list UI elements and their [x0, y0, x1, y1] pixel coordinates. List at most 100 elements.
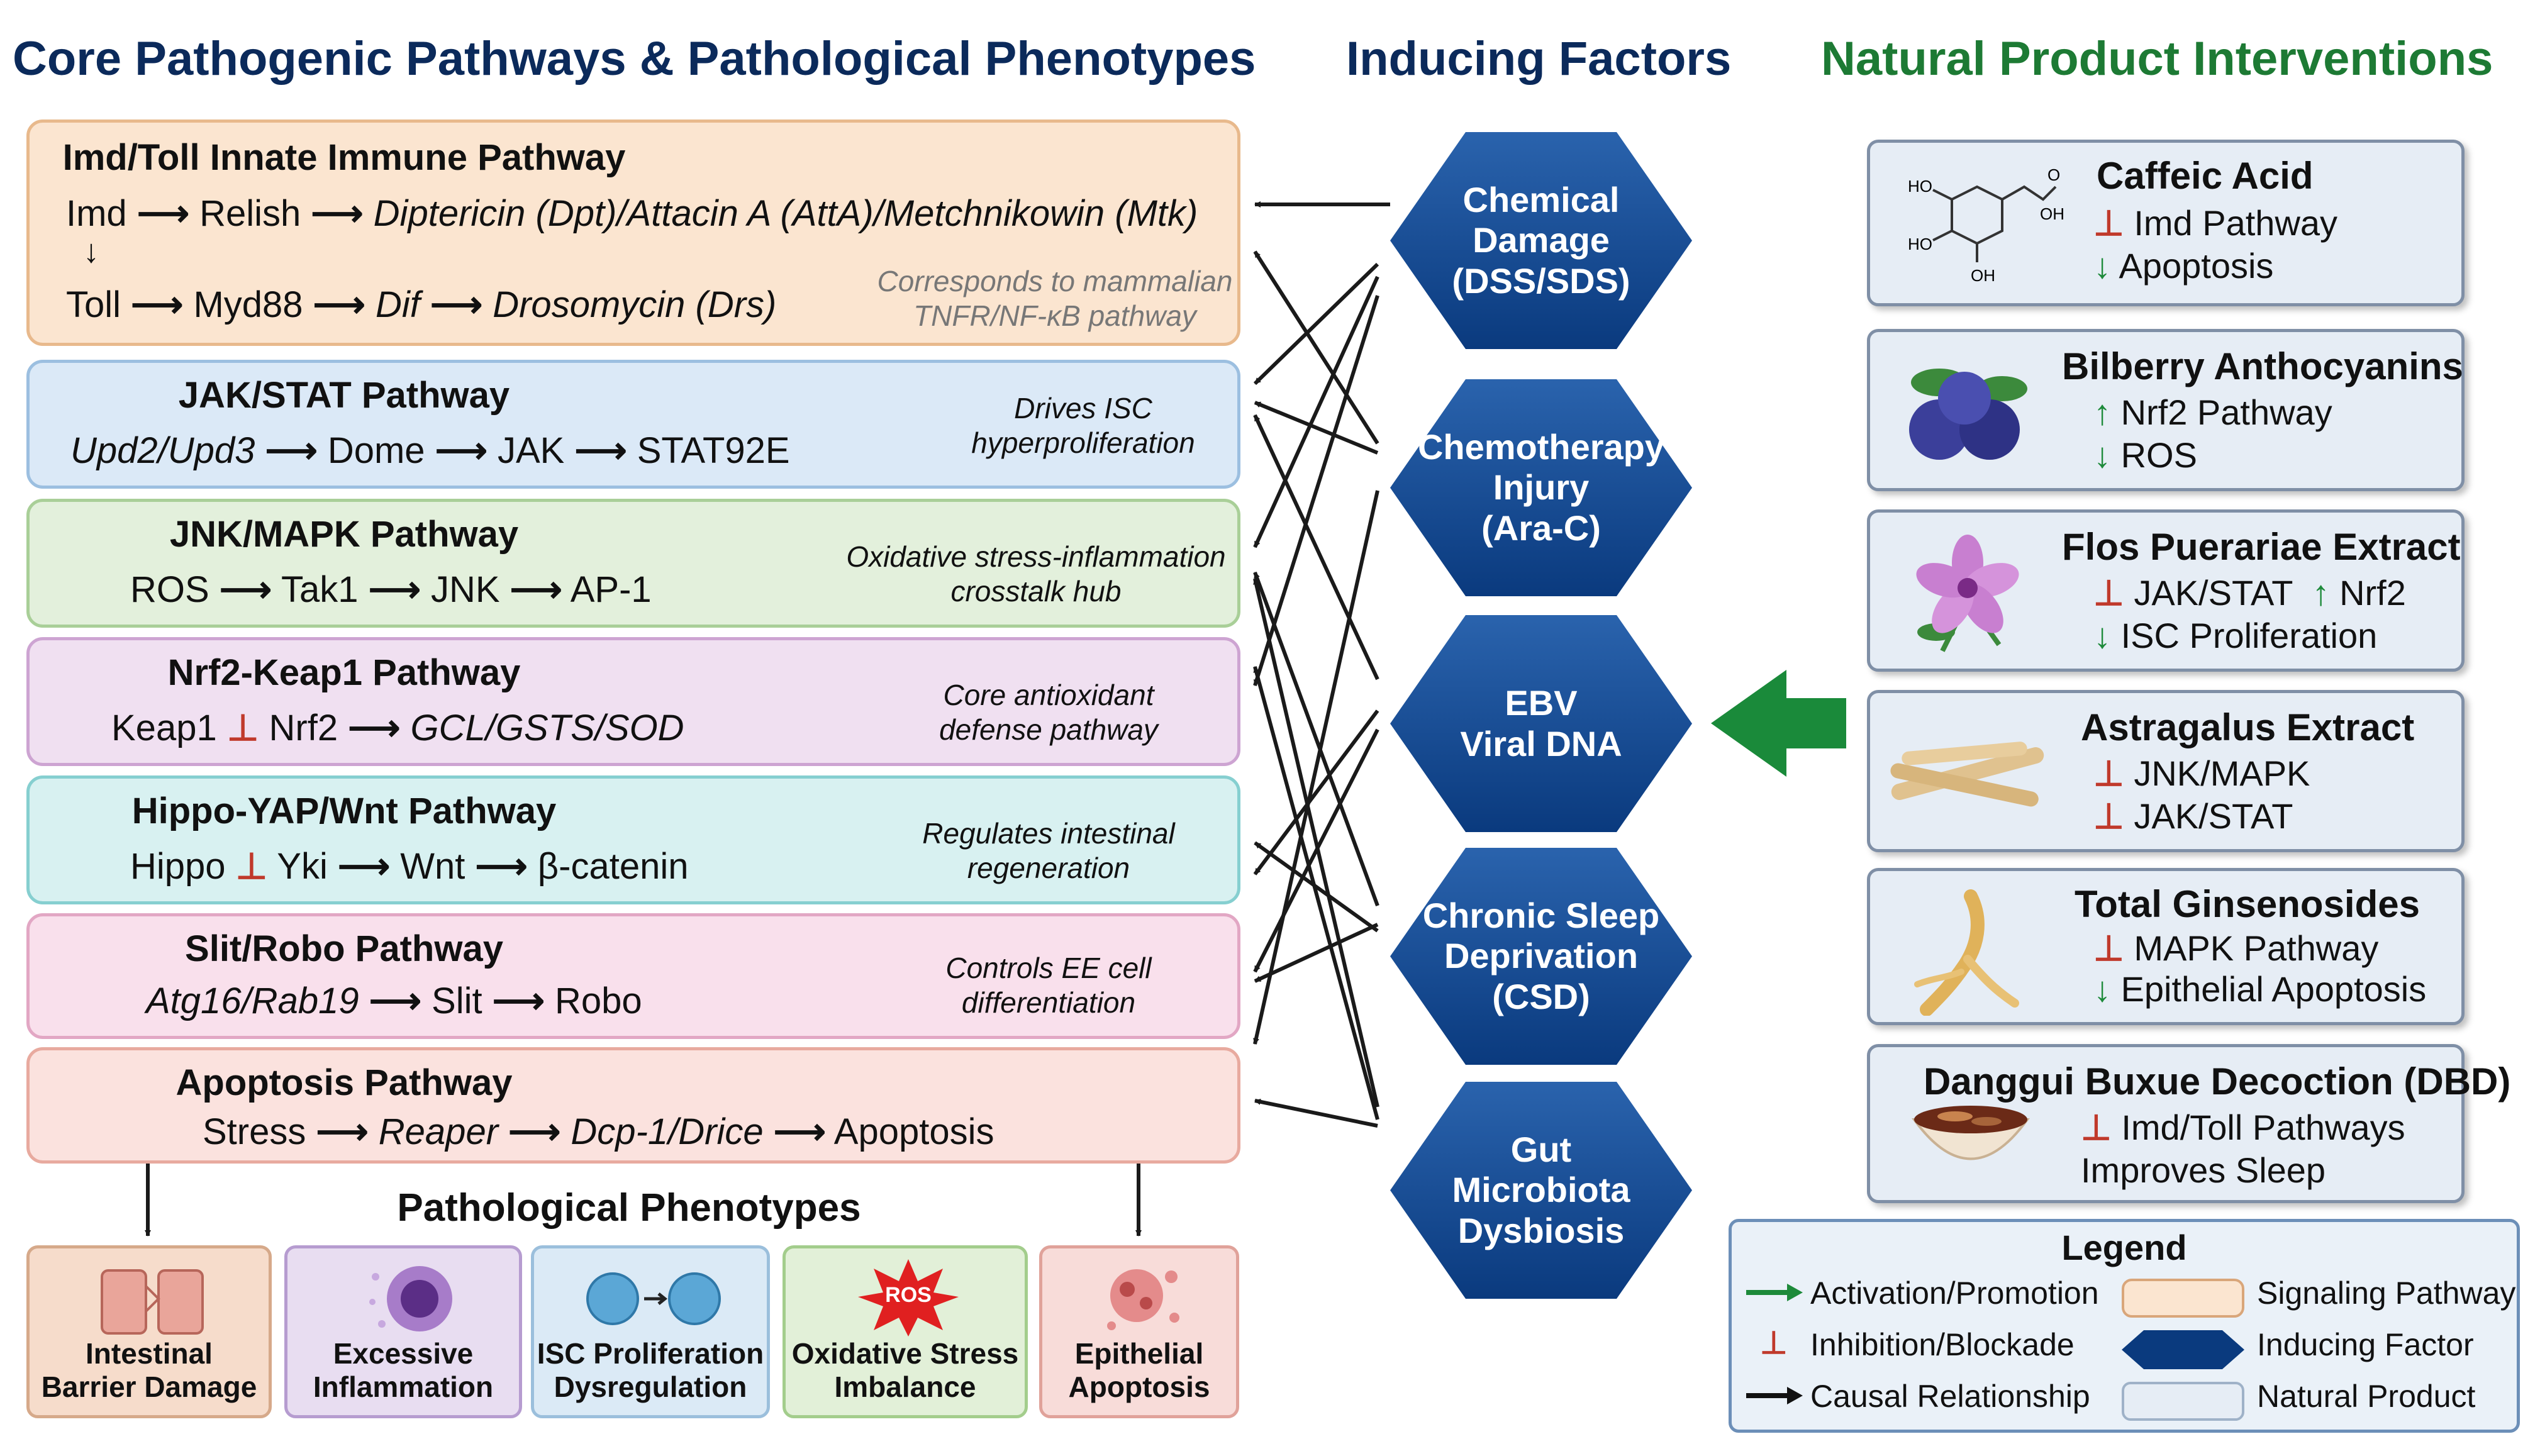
- pathway-slit-robo: Slit/Robo Pathway Atg16/Rab19 ⟶ Slit ⟶ R…: [26, 913, 1240, 1039]
- pathway-chain: Stress ⟶ Reaper ⟶ Dcp-1/Drice ⟶ Apoptosi…: [203, 1111, 994, 1152]
- pathway-chain: Hippo ⊥ Yki ⟶ Wnt ⟶ β-catenin: [130, 846, 689, 887]
- legend: Legend Activation/Promotion ⊥ Inhibition…: [1729, 1219, 2520, 1433]
- product-effect: ⊥ Imd/Toll Pathways: [2081, 1108, 2405, 1147]
- inhibition-symbol-icon: ⊥: [1760, 1325, 1788, 1360]
- product-effect: ↑ Nrf2 Pathway: [2093, 392, 2332, 432]
- arrow-gut-jnk: [1253, 578, 1379, 1108]
- phenotypes-title: Pathological Phenotypes: [397, 1186, 861, 1230]
- product-effect: ⊥ JNK/MAPK: [2093, 753, 2310, 793]
- pathway-chain: ROS ⟶ Tak1 ⟶ JNK ⟶ AP-1: [130, 569, 652, 610]
- intervention-arrow: [1711, 670, 1846, 777]
- natural-product-swatch: [2122, 1382, 2244, 1421]
- legend-natural-product: Natural Product: [2257, 1379, 2476, 1414]
- product-effect: ↓ ISC Proliferation: [2093, 616, 2378, 655]
- legend-inducing-factor: Inducing Factor: [2257, 1327, 2474, 1362]
- arrow-gut-nrf2: [1253, 666, 1379, 1120]
- product-effect: Improves Sleep: [2081, 1150, 2326, 1190]
- product-total-ginsenosides: Total Ginsenosides ⊥ MAPK Pathway ↓ Epit…: [1867, 868, 2465, 1025]
- svg-text:HO: HO: [1908, 235, 1932, 253]
- legend-inhibition: Inhibition/Blockade: [1810, 1327, 2075, 1362]
- herbal-bowl-icon: [1912, 1106, 2030, 1160]
- ros-burst-icon: [858, 1259, 959, 1337]
- legend-activation: Activation/Promotion: [1810, 1275, 2099, 1311]
- arrow-chem-jak: [1253, 262, 1379, 386]
- product-bilberry-anthocyanins: Bilberry Anthocyanins ↑ Nrf2 Pathway ↓ R…: [1867, 329, 2465, 491]
- arrow-chemo-jak: [1254, 401, 1379, 455]
- bilberry-icon: [1909, 369, 2027, 460]
- epithelial-cells-icon: [101, 1269, 204, 1335]
- product-name: Caffeic Acid: [2097, 155, 2314, 197]
- pathway-title: Apoptosis Pathway: [175, 1062, 513, 1103]
- arrow-ebv-jak: [1253, 414, 1379, 681]
- product-effect: ↓ Epithelial Apoptosis: [2093, 969, 2427, 1009]
- astragalus-root-icon: [1890, 742, 2044, 807]
- product-name: Danggui Buxue Decoction (DBD): [1924, 1060, 2511, 1103]
- product-effect: ⊥ MAPK Pathway: [2093, 928, 2379, 968]
- product-caffeic-acid: HO OH HO OH O Caffeic Acid ⊥ Imd Pathway…: [1867, 140, 2465, 306]
- product-effect: ⊥ Imd Pathway: [2093, 203, 2338, 243]
- product-name: Astragalus Extract: [2081, 706, 2415, 748]
- arrow-csd-jnk: [1253, 571, 1379, 907]
- svg-text:OH: OH: [1971, 266, 1995, 285]
- product-name: Bilberry Anthocyanins: [2062, 345, 2463, 387]
- pathway-jnk-mapk: JNK/MAPK Pathway ROS ⟶ Tak1 ⟶ JNK ⟶ AP-1…: [26, 499, 1240, 628]
- pathway-hippo-yap-wnt: Hippo-YAP/Wnt Pathway Hippo ⊥ Yki ⟶ Wnt …: [26, 775, 1240, 904]
- svg-text:OH: OH: [2040, 204, 2064, 223]
- pathway-title: Hippo-YAP/Wnt Pathway: [131, 791, 557, 831]
- pathway-title: JNK/MAPK Pathway: [169, 514, 519, 555]
- product-danggui-buxue-decoction: Danggui Buxue Decoction (DBD) ⊥ Imd/Toll…: [1867, 1044, 2510, 1203]
- product-name: Total Ginsenosides: [2075, 883, 2420, 925]
- pathway-apoptosis: Apoptosis Pathway Stress ⟶ Reaper ⟶ Dcp-…: [26, 1047, 1240, 1164]
- imd-toll-link: ↓: [83, 233, 99, 270]
- pathways-header: Core Pathogenic Pathways & Pathological …: [13, 32, 1256, 86]
- pathway-chain: Imd ⟶ Relish ⟶ Diptericin (Dpt)/Attacin …: [66, 193, 1198, 234]
- arrow-csd-slit: [1254, 923, 1379, 983]
- caffeic-acid-structure-icon: HO OH HO OH O: [1908, 165, 2064, 285]
- pathway-title: JAK/STAT Pathway: [178, 375, 510, 416]
- apoptotic-cell-icon: [1107, 1269, 1179, 1330]
- pathway-chain: Atg16/Rab19 ⟶ Slit ⟶ Robo: [146, 981, 642, 1021]
- pathway-title: Nrf2-Keap1 Pathway: [167, 652, 521, 693]
- pathway-nrf2-keap1: Nrf2-Keap1 Pathway Keap1 ⊥ Nrf2 ⟶ GCL/GS…: [26, 637, 1240, 766]
- legend-causal: Causal Relationship: [1810, 1379, 2090, 1414]
- stem-cell-division-icon: [586, 1272, 721, 1325]
- ros-badge: ROS: [885, 1283, 932, 1307]
- arrow-chem-nrf2: [1253, 295, 1379, 686]
- legend-signaling-pathway: Signaling Pathway: [2257, 1275, 2516, 1311]
- svg-text:HO: HO: [1908, 177, 1932, 196]
- immune-cell-icon: [369, 1266, 452, 1331]
- pathway-title: Imd/Toll Innate Immune Pathway: [62, 137, 626, 178]
- svg-text:O: O: [2047, 165, 2060, 184]
- product-effect: ⊥ JAK/STAT: [2093, 796, 2293, 836]
- signaling-pathway-swatch: [2122, 1279, 2244, 1318]
- causal-arrow-icon: [1746, 1387, 1803, 1404]
- pathway-chain: Toll ⟶ Myd88 ⟶ Dif ⟶ Drosomycin (Drs): [66, 284, 777, 325]
- pathway-title: Slit/Robo Pathway: [185, 928, 503, 969]
- product-effect: ↓ Apoptosis: [2093, 246, 2274, 286]
- interventions-header: Natural Product Interventions: [1821, 32, 2493, 86]
- factors-header: Inducing Factors: [1346, 32, 1732, 86]
- arrow-gut-apop: [1254, 1098, 1378, 1128]
- pathway-chain: Keap1 ⊥ Nrf2 ⟶ GCL/GSTS/SOD: [111, 708, 684, 748]
- puerariae-flower-icon: [1916, 535, 2019, 652]
- product-flos-puerariae-extract: Flos Puerariae Extract ⊥ JAK/STAT ↑ Nrf2…: [1867, 509, 2465, 672]
- product-effect: ⊥ JAK/STAT ↑ Nrf2: [2093, 573, 2406, 613]
- arrow-chemo-imd: [1253, 250, 1379, 445]
- arrow-chem-jnk: [1253, 275, 1379, 548]
- ginseng-root-icon: [1914, 889, 2019, 1016]
